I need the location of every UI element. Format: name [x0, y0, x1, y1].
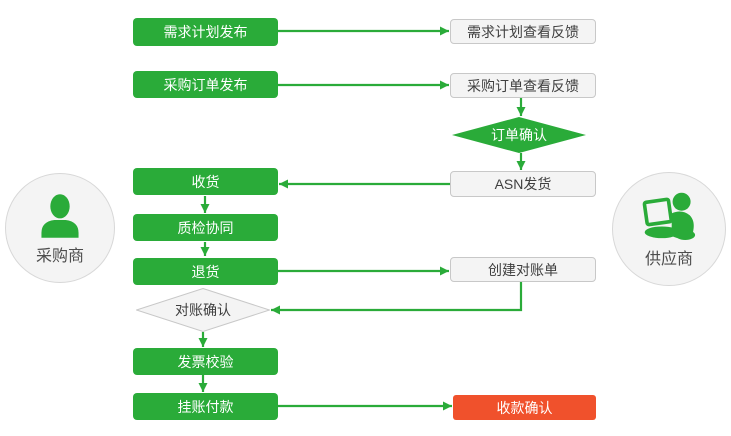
decision-label: 对账确认 [175, 302, 231, 318]
person-icon [34, 191, 86, 241]
flow-decision-order-confirm: 订单确认 [452, 117, 586, 153]
supplier-actor: 供应商 [612, 172, 726, 286]
flow-node-asn-shipment: ASN发货 [450, 171, 596, 197]
flow-node-account-payment: 挂账付款 [133, 393, 278, 420]
decision-label: 订单确认 [491, 127, 547, 143]
supplier-label: 供应商 [644, 250, 693, 268]
flow-node-quality-inspection: 质检协同 [133, 214, 278, 241]
flow-node-payment-confirm: 收款确认 [453, 395, 596, 420]
flow-node-demand-plan-feedback: 需求计划查看反馈 [450, 19, 596, 44]
flow-node-purchase-order-feedback: 采购订单查看反馈 [450, 73, 596, 98]
flow-node-invoice-verification: 发票校验 [133, 348, 278, 375]
flow-node-demand-plan-publish: 需求计划发布 [133, 18, 278, 46]
buyer-actor: 采购商 [5, 173, 115, 283]
flow-node-purchase-order-publish: 采购订单发布 [133, 71, 278, 98]
buyer-label: 采购商 [35, 247, 84, 265]
flow-node-receive-goods: 收货 [133, 168, 278, 195]
person-laptop-icon [640, 190, 698, 244]
flow-decision-reconciliation-confirm: 对账确认 [136, 288, 270, 332]
flow-node-create-statement: 创建对账单 [450, 257, 596, 282]
flow-node-return-goods: 退货 [133, 258, 278, 285]
arrow-statement-to-reconciliation [271, 282, 523, 315]
